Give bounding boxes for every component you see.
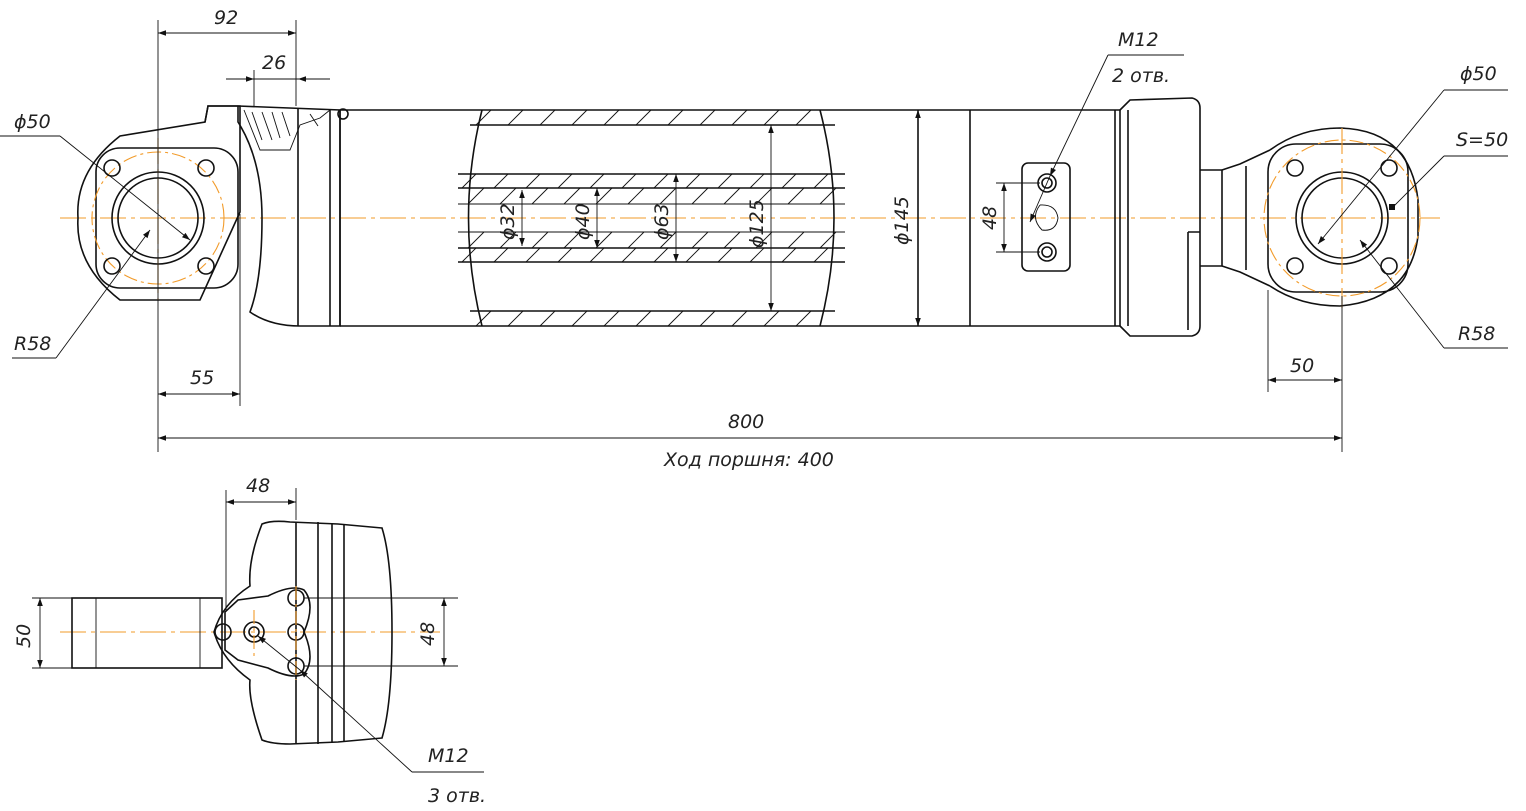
port-block xyxy=(1021,162,1071,272)
bottom-count-label: 3 отв. xyxy=(428,785,486,807)
port-thread-label: M12 xyxy=(1118,29,1159,51)
dim-bottom-50: 50 xyxy=(13,624,35,648)
dim-bore-125: ϕ125 xyxy=(746,199,768,248)
cylinder-head xyxy=(237,105,349,327)
dim-left-radius: R58 xyxy=(14,333,51,355)
bottom-view: 48 50 48 M12 3 отв. xyxy=(13,475,486,807)
port-count-label: 2 отв. xyxy=(1112,65,1170,87)
hatch-outer-top xyxy=(475,109,812,126)
dim-right-50: 50 xyxy=(1290,355,1314,377)
hatch-inner xyxy=(461,173,837,263)
dim-rod-32: ϕ32 xyxy=(497,203,519,240)
dim-rod-40: ϕ40 xyxy=(572,203,594,240)
hatch-outer-bottom xyxy=(475,310,812,327)
dim-800: 800 xyxy=(728,411,764,433)
dim-port-48: 48 xyxy=(979,206,1001,230)
main-view: 92 26 ϕ50 R58 55 ϕ32 ϕ40 ϕ63 xyxy=(0,7,1508,471)
dim-right-radius: R58 xyxy=(1458,323,1495,345)
right-eye-mount xyxy=(1263,127,1421,308)
bottom-thread-label: M12 xyxy=(428,745,469,767)
dim-right-width: S=50 xyxy=(1456,129,1508,151)
right-end-cap xyxy=(1119,97,1271,337)
dim-bottom-48-top: 48 xyxy=(246,475,270,497)
dim-piston-63: ϕ63 xyxy=(651,203,673,240)
dim-92: 92 xyxy=(214,7,238,29)
dim-55: 55 xyxy=(190,367,214,389)
dim-outer-145: ϕ145 xyxy=(891,196,913,245)
left-eye-mount xyxy=(77,105,241,301)
main-dimensions: 92 26 ϕ50 R58 55 ϕ32 ϕ40 ϕ63 xyxy=(0,7,1508,471)
dim-26: 26 xyxy=(262,52,286,74)
dim-left-pin: ϕ50 xyxy=(14,111,51,133)
dim-right-pin: ϕ50 xyxy=(1460,63,1497,85)
dim-bottom-48-right: 48 xyxy=(417,622,439,646)
stroke-label: Ход поршня: 400 xyxy=(663,449,834,471)
bottom-dimensions: 48 50 48 M12 3 отв. xyxy=(13,475,486,807)
